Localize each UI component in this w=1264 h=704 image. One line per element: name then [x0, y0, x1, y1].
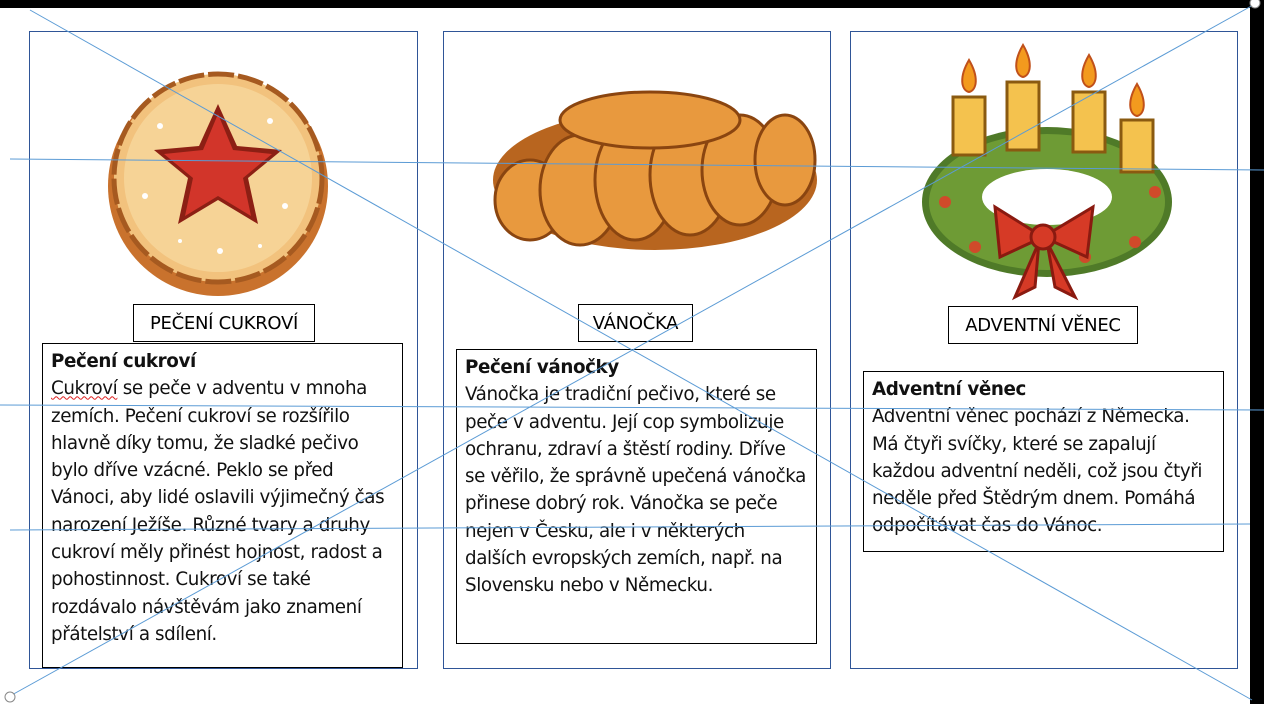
right-border [1250, 0, 1264, 704]
panel-title-venec[interactable]: ADVENTNÍ VĚNEC [948, 306, 1138, 344]
body-venec: Adventní věnec pochází z Německa. Má čty… [872, 406, 1203, 537]
top-border [0, 0, 1264, 8]
advent-wreath-image[interactable] [915, 42, 1180, 302]
panel-title-vanocka[interactable]: VÁNOČKA [578, 304, 693, 342]
heading-cukrovi: Pečení cukroví [51, 351, 196, 372]
braided-bread-image[interactable] [490, 80, 820, 265]
heading-vanocka: Pečení vánočky [465, 357, 619, 378]
heading-venec: Adventní věnec [872, 379, 1026, 400]
body-vanocka: Vánočka je tradiční pečivo, které se peč… [465, 384, 806, 597]
resize-handle-bottom-left [4, 691, 16, 703]
spellcheck-word[interactable]: Cukroví [51, 378, 118, 400]
body-cukrovi: se peče v adventu v mnoha zemích. Pečení… [51, 378, 385, 645]
linzer-cookie-image[interactable] [100, 66, 340, 296]
panel-title-cukrovi[interactable]: PEČENÍ CUKROVÍ [133, 304, 315, 342]
